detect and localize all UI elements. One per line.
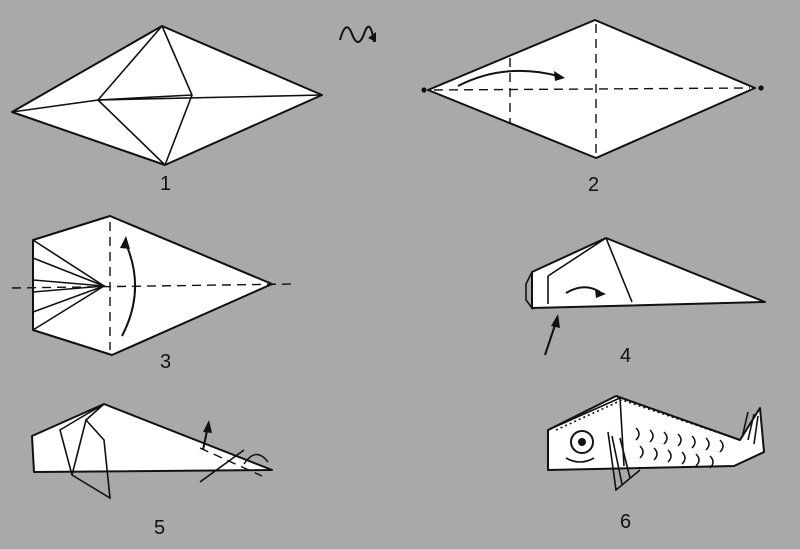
step-3-number: 3 — [160, 351, 171, 373]
step-1-figure — [11, 25, 323, 166]
step-6-figure — [547, 395, 765, 492]
step-3-figure — [11, 215, 294, 356]
step-5-figure — [31, 403, 273, 500]
step-2-number: 2 — [588, 174, 599, 196]
step-4-figure — [525, 236, 766, 356]
step-2-figure — [421, 19, 764, 159]
step-4-number: 4 — [620, 345, 631, 367]
step-6-number: 6 — [620, 511, 631, 533]
turn-over-icon — [339, 25, 376, 43]
step-5-number: 5 — [154, 517, 165, 539]
step-1-number: 1 — [160, 173, 171, 195]
